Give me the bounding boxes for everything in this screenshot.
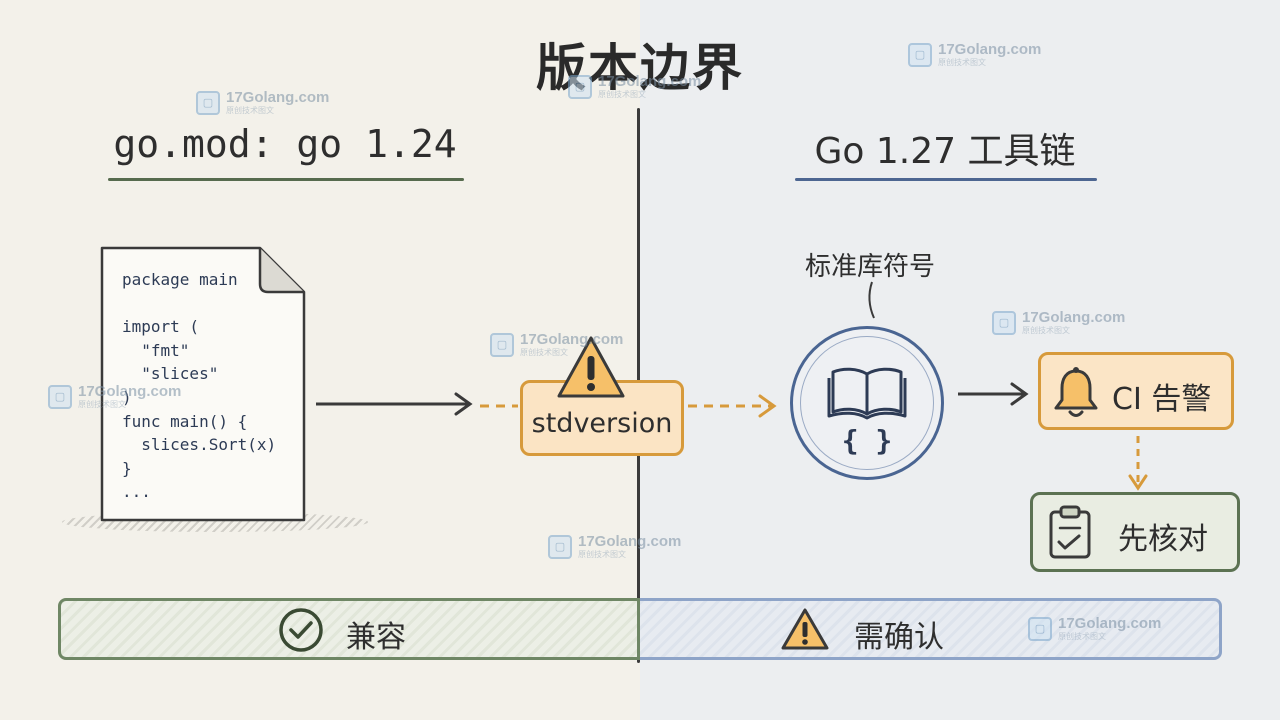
- watermark-logo-icon: ▢: [548, 534, 572, 559]
- source-file-document: [100, 246, 306, 522]
- check-circle-icon: [279, 608, 323, 652]
- watermark-logo-icon: ▢: [48, 384, 72, 409]
- watermark-subtext: 原创技术图文: [520, 348, 568, 357]
- needs-confirm-bar: [640, 598, 1222, 660]
- compatible-bar: [58, 598, 640, 660]
- arrow-tool-to-stdlib: [688, 394, 777, 418]
- watermark-subtext: 原创技术图文: [226, 106, 274, 115]
- verify-first-label: 先核对: [1118, 522, 1208, 557]
- watermark-logo-icon: ▢: [1028, 616, 1052, 641]
- watermark-text: 17Golang.com: [1022, 309, 1126, 326]
- arrow-stdlib-to-ci: [958, 382, 1029, 406]
- compatible-label: 兼容: [346, 620, 406, 655]
- watermark-subtext: 原创技术图文: [938, 58, 986, 67]
- arrow-doc-to-tool: [316, 392, 473, 416]
- needs-confirm-label: 需确认: [854, 620, 944, 655]
- ci-alert-label: CI 告警: [1112, 382, 1212, 417]
- watermark-logo-icon: ▢: [908, 42, 932, 67]
- bell-icon: [1054, 367, 1098, 417]
- right-heading-underline: [795, 178, 1097, 181]
- watermark-subtext: 原创技术图文: [1022, 326, 1070, 335]
- left-heading-underline: [108, 178, 464, 181]
- left-heading: go.mod: go 1.24: [113, 122, 457, 166]
- stdversion-label: stdversion: [531, 408, 673, 439]
- arrow-ci-to-check: [1128, 436, 1148, 491]
- watermark-subtext: 原创技术图文: [1058, 632, 1106, 641]
- stdlib-circle-inner-ring: [800, 336, 934, 470]
- watermark-logo-icon: ▢: [568, 74, 592, 99]
- stdlib-symbols-label: 标准库符号: [804, 252, 935, 282]
- stdlib-braces: { }: [841, 424, 893, 457]
- go-source-code: package main import ( "fmt" "slices" ) f…: [122, 270, 277, 502]
- watermark-subtext: 原创技术图文: [598, 90, 646, 99]
- watermark-text: 17Golang.com: [78, 383, 182, 400]
- stdlib-label-pointer: [868, 281, 875, 319]
- watermark-logo-icon: ▢: [490, 332, 514, 357]
- clipboard-check-icon: [1049, 505, 1091, 559]
- right-heading: Go 1.27 工具链: [814, 131, 1076, 172]
- watermark-text: 17Golang.com: [578, 533, 682, 550]
- watermark-subtext: 原创技术图文: [578, 550, 626, 559]
- warning-icon: [557, 336, 625, 398]
- watermark-logo-icon: ▢: [992, 310, 1016, 335]
- watermark-subtext: 原创技术图文: [78, 400, 126, 409]
- open-book-icon: [827, 367, 907, 420]
- warning-icon-small: [781, 608, 829, 650]
- watermark-text: 17Golang.com: [598, 73, 702, 90]
- watermark-text: 17Golang.com: [226, 89, 330, 106]
- watermark-text: 17Golang.com: [938, 41, 1042, 58]
- watermark-text: 17Golang.com: [520, 331, 624, 348]
- watermark-text: 17Golang.com: [1058, 615, 1162, 632]
- watermark-logo-icon: ▢: [196, 90, 220, 115]
